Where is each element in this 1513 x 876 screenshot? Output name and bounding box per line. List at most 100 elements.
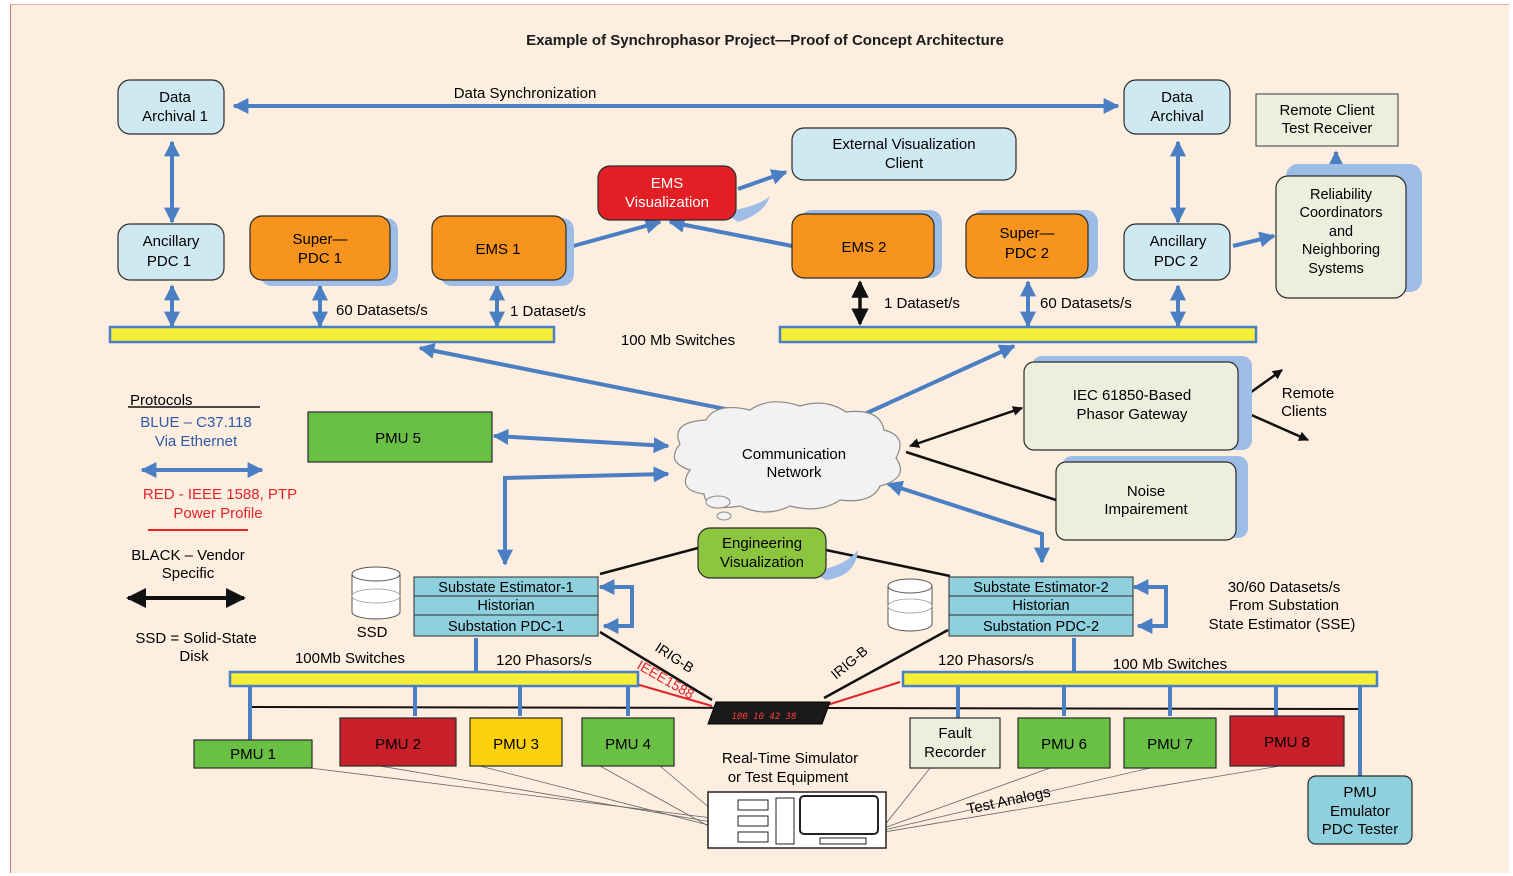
pmu-4-label: PMU 4 — [605, 736, 651, 753]
reliability-coordinators-box: Reliability Coordinators and Neighboring… — [1275, 175, 1407, 299]
reliability-line1: Reliability — [1310, 187, 1373, 203]
comm-network-line2: Network — [766, 464, 822, 481]
legend-black-line2: Specific — [162, 565, 215, 582]
pmu-2-label: PMU 2 — [375, 736, 421, 753]
historian-2-label: Historian — [1012, 598, 1069, 614]
noise-impairement-box: Noise Impairement — [1055, 461, 1237, 541]
pmu-7-label: PMU 7 — [1147, 736, 1193, 753]
pmu-8-label: PMU 8 — [1264, 734, 1310, 751]
remote-client-test-receiver-box: Remote Client Test Receiver — [1255, 93, 1399, 147]
fault-recorder-box: Fault Recorder — [909, 717, 1001, 769]
substate-estimator-1-label: Substate Estimator-1 — [438, 580, 573, 596]
sse-rate-line3: State Estimator (SSE) — [1209, 616, 1356, 633]
switch-bar-top-left — [108, 325, 556, 344]
ems-visualization-line1: EMS — [651, 175, 684, 192]
blue-c37118-links — [164, 98, 1362, 776]
iec-gateway-line2: Phasor Gateway — [1077, 406, 1188, 423]
switches-100mb-left-label: 100Mb Switches — [295, 650, 405, 667]
remote-clients-line1: Remote — [1282, 385, 1335, 402]
legend-black-line1: BLACK – Vendor — [131, 547, 244, 564]
communication-network-cloud — [673, 401, 901, 521]
diagram-title: Example of Synchrophasor Project—Proof o… — [526, 32, 1004, 49]
switch-bar-top-right — [778, 325, 1258, 344]
data-archival-1-line1: Data — [159, 89, 191, 106]
super-pdc-1-line2: PDC 1 — [298, 250, 342, 267]
data-archival-1-box: Data Archival 1 — [117, 79, 225, 135]
ssd-disk-icon-1 — [351, 566, 401, 620]
legend-red-line2: Power Profile — [173, 505, 262, 522]
pmu-2-box: PMU 2 — [339, 717, 457, 767]
engineering-visualization-box: Engineering Visualization — [697, 527, 827, 579]
external-visualization-line2: Client — [885, 155, 924, 172]
switches-100mb-right-label: 100 Mb Switches — [1113, 656, 1227, 673]
pmu-3-label: PMU 3 — [493, 736, 539, 753]
pmu-emulator-line2: Emulator — [1330, 803, 1390, 820]
noise-line2: Impairement — [1104, 501, 1188, 518]
substate-estimator-2-stack: Substate Estimator-2 Historian Substatio… — [948, 576, 1134, 637]
historian-1-label: Historian — [477, 598, 534, 614]
ems-1-box: EMS 1 — [431, 215, 567, 281]
rate-1-left-label: 1 Dataset/s — [510, 303, 586, 320]
remote-clients-line2: Clients — [1281, 403, 1327, 420]
ssd-disk-icon-2 — [887, 578, 933, 632]
real-time-simulator-icon — [707, 791, 887, 849]
rate-1-right-label: 1 Dataset/s — [884, 295, 960, 312]
simulator-line1: Real-Time Simulator — [722, 750, 858, 767]
switch-bar-bottom-right — [901, 670, 1379, 688]
engineering-line2: Visualization — [720, 554, 804, 571]
super-pdc-1-box: Super— PDC 1 — [249, 215, 391, 281]
substate-estimator-2-label: Substate Estimator-2 — [973, 580, 1108, 596]
switches-100mb-top-label: 100 Mb Switches — [621, 332, 735, 349]
reliability-line5: Systems — [1308, 261, 1364, 277]
legend-protocols-heading: Protocols — [130, 392, 193, 409]
pmu-5-label: PMU 5 — [375, 430, 421, 447]
iec-gateway-box: IEC 61850-Based Phasor Gateway — [1023, 361, 1239, 451]
fault-recorder-line1: Fault — [938, 725, 972, 742]
gps-clock-icon: 100 10 42 38 — [707, 701, 831, 725]
reliability-line4: Neighboring — [1302, 242, 1380, 258]
legend-red-line1: RED - IEEE 1588, PTP — [143, 486, 297, 503]
substation-pdc-1-label: Substation PDC-1 — [448, 619, 564, 635]
protocol-legend: Protocols BLUE – C37.118 Via Ethernet RE… — [126, 392, 297, 665]
test-analogs-label: Test Analogs — [965, 784, 1052, 818]
sse-rate-line2: From Substation — [1229, 597, 1339, 614]
ancillary-pdc-1-line1: Ancillary — [143, 233, 200, 250]
ems-2-label: EMS 2 — [841, 239, 886, 256]
pmu-1-label: PMU 1 — [230, 746, 276, 763]
ems-visualization-line2: Visualization — [625, 194, 709, 211]
ems-1-label: EMS 1 — [475, 241, 520, 258]
super-pdc-2-box: Super— PDC 2 — [965, 213, 1089, 279]
pmu-7-box: PMU 7 — [1123, 717, 1217, 769]
simulator-line2: or Test Equipment — [728, 769, 849, 786]
fault-recorder-line2: Recorder — [924, 744, 986, 761]
ems-visualization-box: EMS Visualization — [597, 165, 737, 221]
substation-pdc-2-label: Substation PDC-2 — [983, 619, 1099, 635]
external-visualization-line1: External Visualization — [832, 136, 975, 153]
pmu-5-box: PMU 5 — [307, 411, 493, 463]
pmu-6-label: PMU 6 — [1041, 736, 1087, 753]
pmu-1-box: PMU 1 — [193, 739, 313, 769]
phasors-left-label: 120 Phasors/s — [496, 652, 592, 669]
rate-60-right-label: 60 Datasets/s — [1040, 295, 1132, 312]
ancillary-pdc-2-line1: Ancillary — [1150, 233, 1207, 250]
comm-network-line1: Communication — [742, 446, 846, 463]
rate-60-left-label: 60 Datasets/s — [336, 302, 428, 319]
black-vendor-links — [599, 280, 1309, 702]
legend-ssd-line2: Disk — [179, 648, 209, 665]
substate-estimator-1-stack: Substate Estimator-1 Historian Substatio… — [413, 576, 599, 637]
pmu-emulator-line1: PMU — [1343, 784, 1376, 801]
legend-blue-line1: BLUE – C37.118 — [140, 414, 251, 431]
clock-display: 100 10 42 38 — [731, 712, 796, 722]
pmu-8-box: PMU 8 — [1229, 715, 1345, 767]
communication-network-label: Communication Network — [742, 446, 846, 481]
external-visualization-client-box: External Visualization Client — [791, 127, 1017, 181]
noise-line1: Noise — [1127, 483, 1165, 500]
data-archival-1-line2: Archival 1 — [142, 108, 208, 125]
super-pdc-1-line1: Super— — [292, 231, 347, 248]
red-ieee1588-links — [635, 681, 901, 707]
super-pdc-2-line1: Super— — [999, 225, 1054, 242]
pmu-emulator-line3: PDC Tester — [1322, 821, 1398, 838]
ancillary-pdc-1-box: Ancillary PDC 1 — [117, 223, 225, 281]
sse-rate-line1: 30/60 Datasets/s — [1228, 579, 1341, 596]
